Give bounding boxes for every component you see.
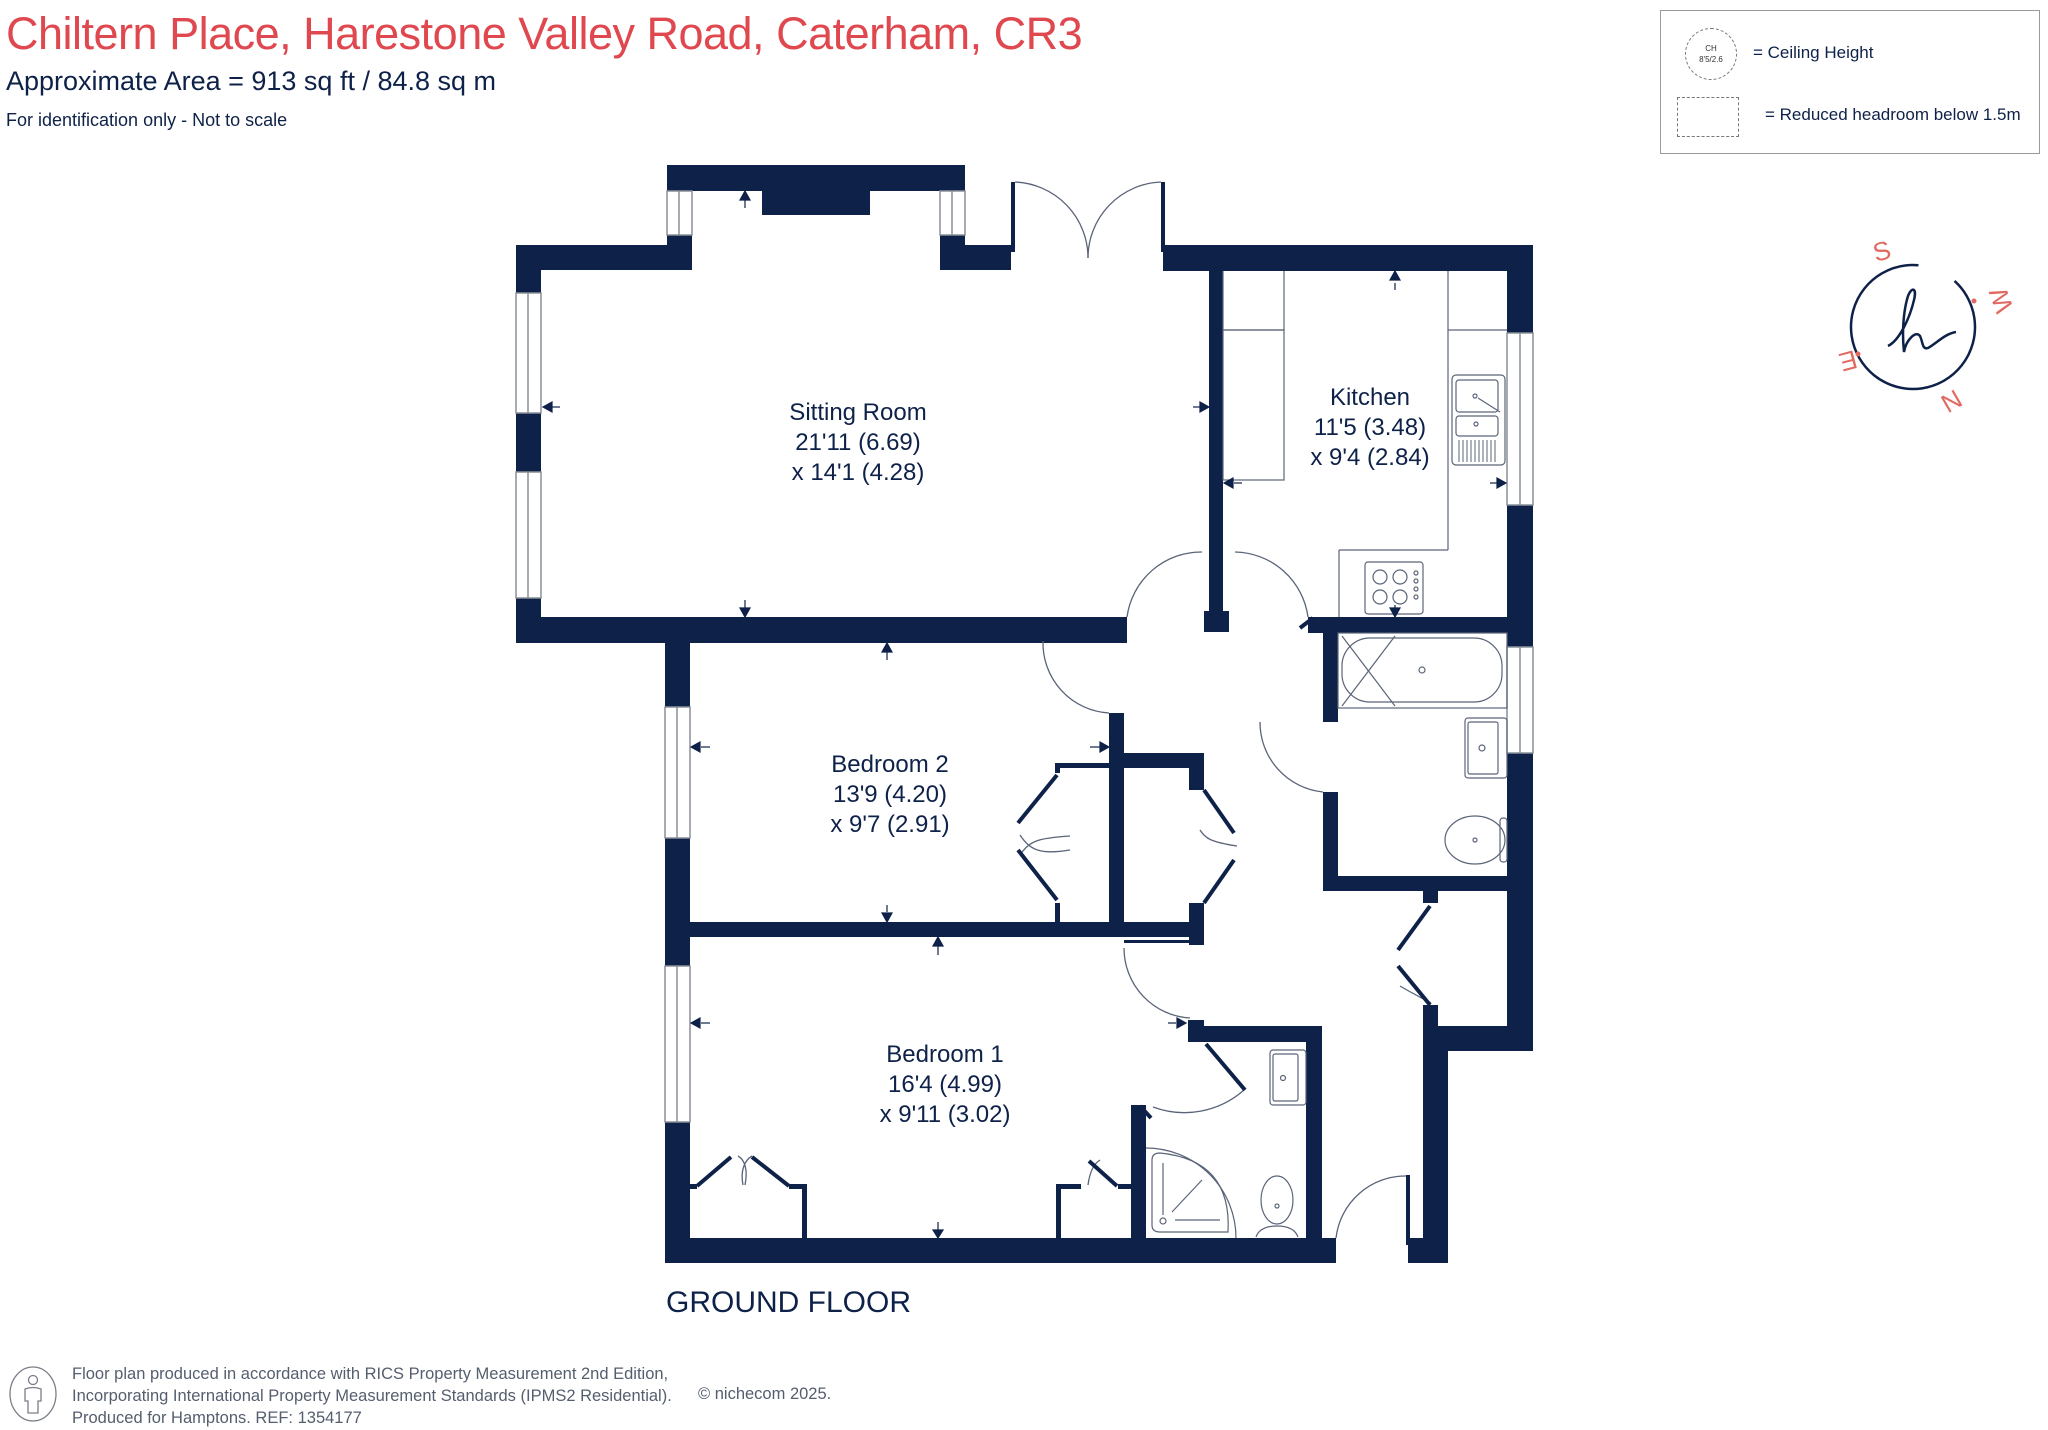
room-dimension-1: 16'4 (4.99) (888, 1071, 1002, 1098)
windows (515, 190, 1534, 1123)
hamptons-logo-icon (1887, 288, 1957, 353)
kitchen-draining-board (1458, 440, 1496, 462)
room-dimension-2: x 9'11 (3.02) (879, 1101, 1011, 1128)
room-dimension-2: x 14'1 (4.28) (791, 459, 925, 486)
ceiling-height-symbol-icon: CH 8'5/2.6 (1685, 28, 1737, 80)
ensuite-fixtures (1145, 1049, 1307, 1239)
person-icon (9, 1366, 57, 1422)
room-name: Kitchen (1329, 384, 1411, 411)
ceiling-symbol-top: CH (1705, 44, 1717, 53)
room-dimension-1: 21'11 (6.69) (795, 429, 921, 456)
compass-icon: S W N E (1836, 234, 2019, 419)
room-dimension-2: x 9'7 (2.91) (830, 811, 950, 838)
footer-line-1: Floor plan produced in accordance with R… (72, 1365, 669, 1383)
walls (516, 165, 1533, 1263)
reduced-headroom-label: = Reduced headroom below 1.5m (1765, 105, 2021, 124)
room-dimension-2: x 9'4 (2.84) (1310, 444, 1430, 471)
footer-line-3: Produced for Hamptons. REF: 1354177 (72, 1409, 362, 1427)
footer-line-2: Incorporating International Property Mea… (72, 1387, 672, 1405)
room-name: Sitting Room (789, 399, 927, 426)
room-kitchen: Kitchen 11'5 (3.48) x 9'4 (2.84) (1310, 383, 1429, 473)
cupboard-door-leaves (695, 616, 1432, 1188)
ceiling-symbol-bottom: 8'5/2.6 (1699, 55, 1723, 64)
room-name: Bedroom 1 (886, 1041, 1004, 1068)
room-bedroom-1: Bedroom 1 16'4 (4.99) x 9'11 (3.02) (880, 1040, 1011, 1130)
legend-box: CH 8'5/2.6 = Ceiling Height = Reduced he… (1660, 10, 2040, 154)
room-name: Bedroom 2 (831, 751, 949, 778)
bathroom-fixtures (1337, 632, 1508, 865)
ceiling-height-label: = Ceiling Height (1753, 43, 1874, 62)
identification-note: For identification only - Not to scale (6, 110, 288, 130)
room-sitting-room: Sitting Room 21'11 (6.69) x 14'1 (4.28) (789, 398, 926, 488)
copyright: © nichecom 2025. (698, 1385, 832, 1403)
room-dimension-1: 13'9 (4.20) (833, 781, 947, 808)
reduced-headroom-symbol-icon (1677, 97, 1739, 137)
dimension-arrows (541, 189, 1508, 1240)
doors (737, 181, 1432, 1239)
footer-text: Floor plan produced in accordance with R… (72, 1363, 672, 1429)
floor-label: GROUND FLOOR (666, 1286, 912, 1319)
approximate-area: Approximate Area = 913 sq ft / 84.8 sq m (6, 66, 497, 96)
property-title: Chiltern Place, Harestone Valley Road, C… (6, 8, 1083, 59)
room-bedroom-2: Bedroom 2 13'9 (4.20) x 9'7 (2.91) (830, 750, 949, 840)
room-dimension-1: 11'5 (3.48) (1313, 414, 1427, 441)
